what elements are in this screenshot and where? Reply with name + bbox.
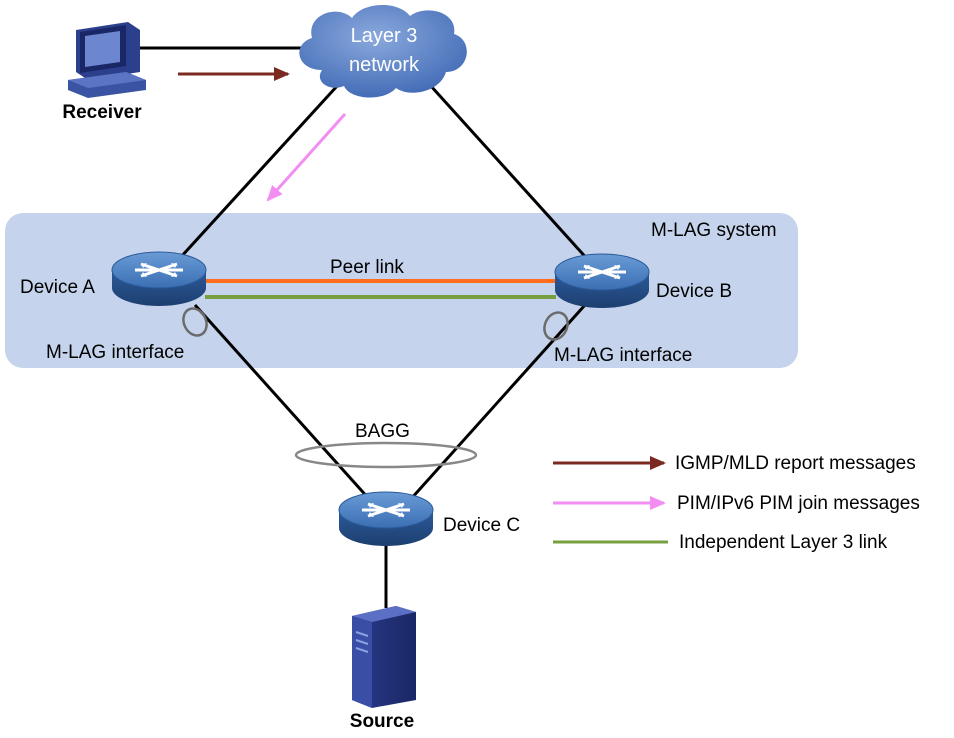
link-cloud-device-b xyxy=(428,83,592,264)
source-label: Source xyxy=(350,711,414,732)
link-cloud-device-a xyxy=(178,83,340,260)
legend-pim-label: PIM/IPv6 PIM join messages xyxy=(677,493,920,514)
receiver-label: Receiver xyxy=(62,102,142,123)
legend-igmp-label: IGMP/MLD report messages xyxy=(675,453,916,474)
pim-join-arrow xyxy=(266,112,347,202)
bagg-label: BAGG xyxy=(355,421,410,442)
link-device-b-device-c xyxy=(408,303,587,502)
device-a-label: Device A xyxy=(20,277,95,298)
mlag-interface-ring-left xyxy=(182,307,208,337)
device-b-label: Device B xyxy=(656,281,732,302)
legend-layer3-label: Independent Layer 3 link xyxy=(679,532,888,553)
legend: IGMP/MLD report messages PIM/IPv6 PIM jo… xyxy=(553,453,920,553)
peer-link-label: Peer link xyxy=(330,257,404,278)
bagg-ring xyxy=(294,441,478,469)
mlag-system-label: M-LAG system xyxy=(651,220,777,241)
link-device-a-device-c xyxy=(193,303,372,502)
mlag-interface-left-label: M-LAG interface xyxy=(46,342,184,363)
cloud-label-line1: Layer 3 xyxy=(351,25,418,47)
receiver-pc-icon xyxy=(68,22,146,98)
mlag-system-box xyxy=(5,213,798,368)
layer3-network-cloud: Layer 3 network xyxy=(299,4,467,98)
device-c-label: Device C xyxy=(443,515,520,536)
device-a-router-icon xyxy=(111,251,207,306)
mlag-interface-right-label: M-LAG interface xyxy=(554,345,692,366)
device-c-router-icon xyxy=(338,491,434,546)
mlag-interface-ring-right xyxy=(543,311,569,341)
device-b-router-icon xyxy=(554,253,650,308)
cloud-label-line2: network xyxy=(349,54,420,76)
source-server-icon xyxy=(352,606,416,708)
